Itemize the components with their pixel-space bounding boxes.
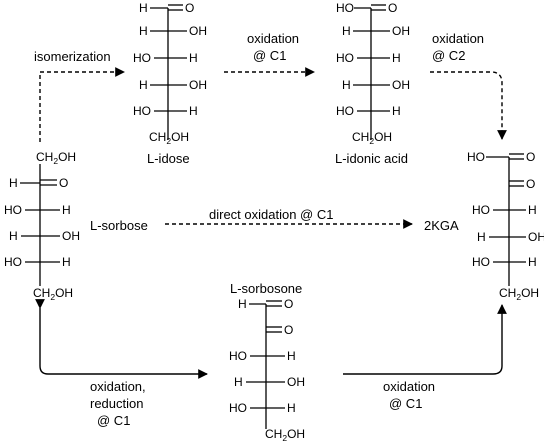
l-idose-bottom-ch2oh: CH2OH <box>149 130 189 146</box>
oxidation-c1-bottom-label-line2: @ C1 <box>389 396 422 411</box>
direct-oxidation-label: direct oxidation @ C1 <box>209 207 333 222</box>
l-sorbosone-row1-right: H <box>287 349 296 363</box>
kga-row2-right: OH <box>528 230 544 244</box>
oxidation-c1-top-label-line1: oxidation <box>247 31 299 46</box>
l-idonic-acid-structure: HO O H OH HO H H OH HO H CH2OH L-idonic … <box>335 1 410 166</box>
oxidation-c1-bottom-arrow <box>343 304 507 375</box>
l-sorbose-structure: CH2OH H O HO H H OH HO H CH2OH L-sorbose <box>4 150 148 302</box>
l-idose-top-o: O <box>185 1 194 15</box>
l-sorbosone-bottom-ch2oh: CH2OH <box>265 427 305 443</box>
l-idose-row1-left: H <box>139 24 148 38</box>
l-idose-row4-right: H <box>189 104 198 118</box>
l-sorbose-bottom-ch2oh: CH2OH <box>33 286 73 302</box>
oxidation-reduction-label-line1: oxidation, <box>90 379 146 394</box>
l-idose-row3-left: H <box>139 78 148 92</box>
l-idose-row1-right: OH <box>189 24 207 38</box>
l-sorbose-top-ch2oh: CH2OH <box>36 150 76 166</box>
l-sorbosone-row3-right: H <box>287 401 296 415</box>
l-sorbosone-ketone-o: O <box>284 323 293 337</box>
l-sorbosone-name: L-sorbosone <box>230 281 302 296</box>
l-idonic-acid-top-o: O <box>388 1 397 15</box>
l-idonic-acid-name: L-idonic acid <box>335 151 408 166</box>
l-sorbosone-row3-left: HO <box>229 401 247 415</box>
oxidation-c1-bottom-label-line1: oxidation <box>383 379 435 394</box>
l-sorbose-name: L-sorbose <box>90 218 148 233</box>
isomerization-arrow <box>39 67 125 142</box>
kga-row1-right: H <box>528 203 537 217</box>
l-idonic-acid-row4-left: HO <box>336 104 354 118</box>
l-idose-structure: H O H OH HO H H OH HO H CH2OH L-idose <box>133 1 207 166</box>
kga-row2-left: H <box>477 230 486 244</box>
l-sorbose-row3-right: H <box>62 255 71 269</box>
oxidation-c2-label-line1: oxidation <box>432 31 484 46</box>
l-sorbosone-structure: L-sorbosone H O O HO H H OH HO H CH2OH <box>229 281 305 443</box>
l-idose-name: L-idose <box>147 151 190 166</box>
kga-row3-right: H <box>528 255 537 269</box>
l-idonic-acid-row3-left: H <box>342 78 351 92</box>
l-sorbosone-row1-left: HO <box>229 349 247 363</box>
kga-name: 2KGA <box>424 218 459 233</box>
l-sorbose-row2-right: OH <box>62 229 80 243</box>
kga-top-o: O <box>526 150 535 164</box>
l-sorbose-row1-left: HO <box>4 203 22 217</box>
l-sorbose-ketone-o: O <box>59 176 68 190</box>
l-idose-top-h: H <box>139 1 148 15</box>
oxidation-reduction-arrow <box>35 299 208 379</box>
kga-structure: HO O O HO H H OH HO H CH2OH 2KGA <box>424 150 544 302</box>
l-sorbose-row2-left: H <box>9 229 18 243</box>
oxidation-reduction-label-line2: reduction <box>90 396 143 411</box>
l-idose-row2-left: HO <box>133 51 151 65</box>
kga-top-ho: HO <box>467 150 485 164</box>
l-sorbosone-top-h: H <box>238 297 247 311</box>
l-idonic-acid-row4-right: H <box>392 104 401 118</box>
l-idose-row3-right: OH <box>189 78 207 92</box>
l-idonic-acid-row2-left: HO <box>336 51 354 65</box>
l-idonic-acid-top-ho: HO <box>336 1 354 15</box>
oxidation-c1-top-label-line2: @ C1 <box>253 48 286 63</box>
kga-bottom-ch2oh: CH2OH <box>499 286 539 302</box>
oxidation-c2-arrow <box>430 71 507 140</box>
l-idonic-acid-row1-left: H <box>342 24 351 38</box>
l-idose-row4-left: HO <box>133 104 151 118</box>
l-idonic-acid-row2-right: H <box>392 51 401 65</box>
l-sorbose-row3-left: HO <box>4 255 22 269</box>
l-idonic-acid-bottom-ch2oh: CH2OH <box>352 130 392 146</box>
oxidation-c2-label-line2: @ C2 <box>432 48 465 63</box>
l-sorbosone-row2-right: OH <box>287 375 305 389</box>
l-idose-row2-right: H <box>189 51 198 65</box>
kga-ketone-o: O <box>526 177 535 191</box>
kga-row1-left: HO <box>472 203 490 217</box>
l-sorbose-row1-right: H <box>62 203 71 217</box>
oxidation-reduction-label-line3: @ C1 <box>97 413 130 428</box>
l-idonic-acid-row3-right: OH <box>392 78 410 92</box>
l-sorbosone-top-o: O <box>284 297 293 311</box>
kga-row3-left: HO <box>472 255 490 269</box>
isomerization-label: isomerization <box>34 49 111 64</box>
l-sorbosone-row2-left: H <box>234 375 243 389</box>
l-sorbose-ketone-h: H <box>9 176 18 190</box>
l-idonic-acid-row1-right: OH <box>392 24 410 38</box>
